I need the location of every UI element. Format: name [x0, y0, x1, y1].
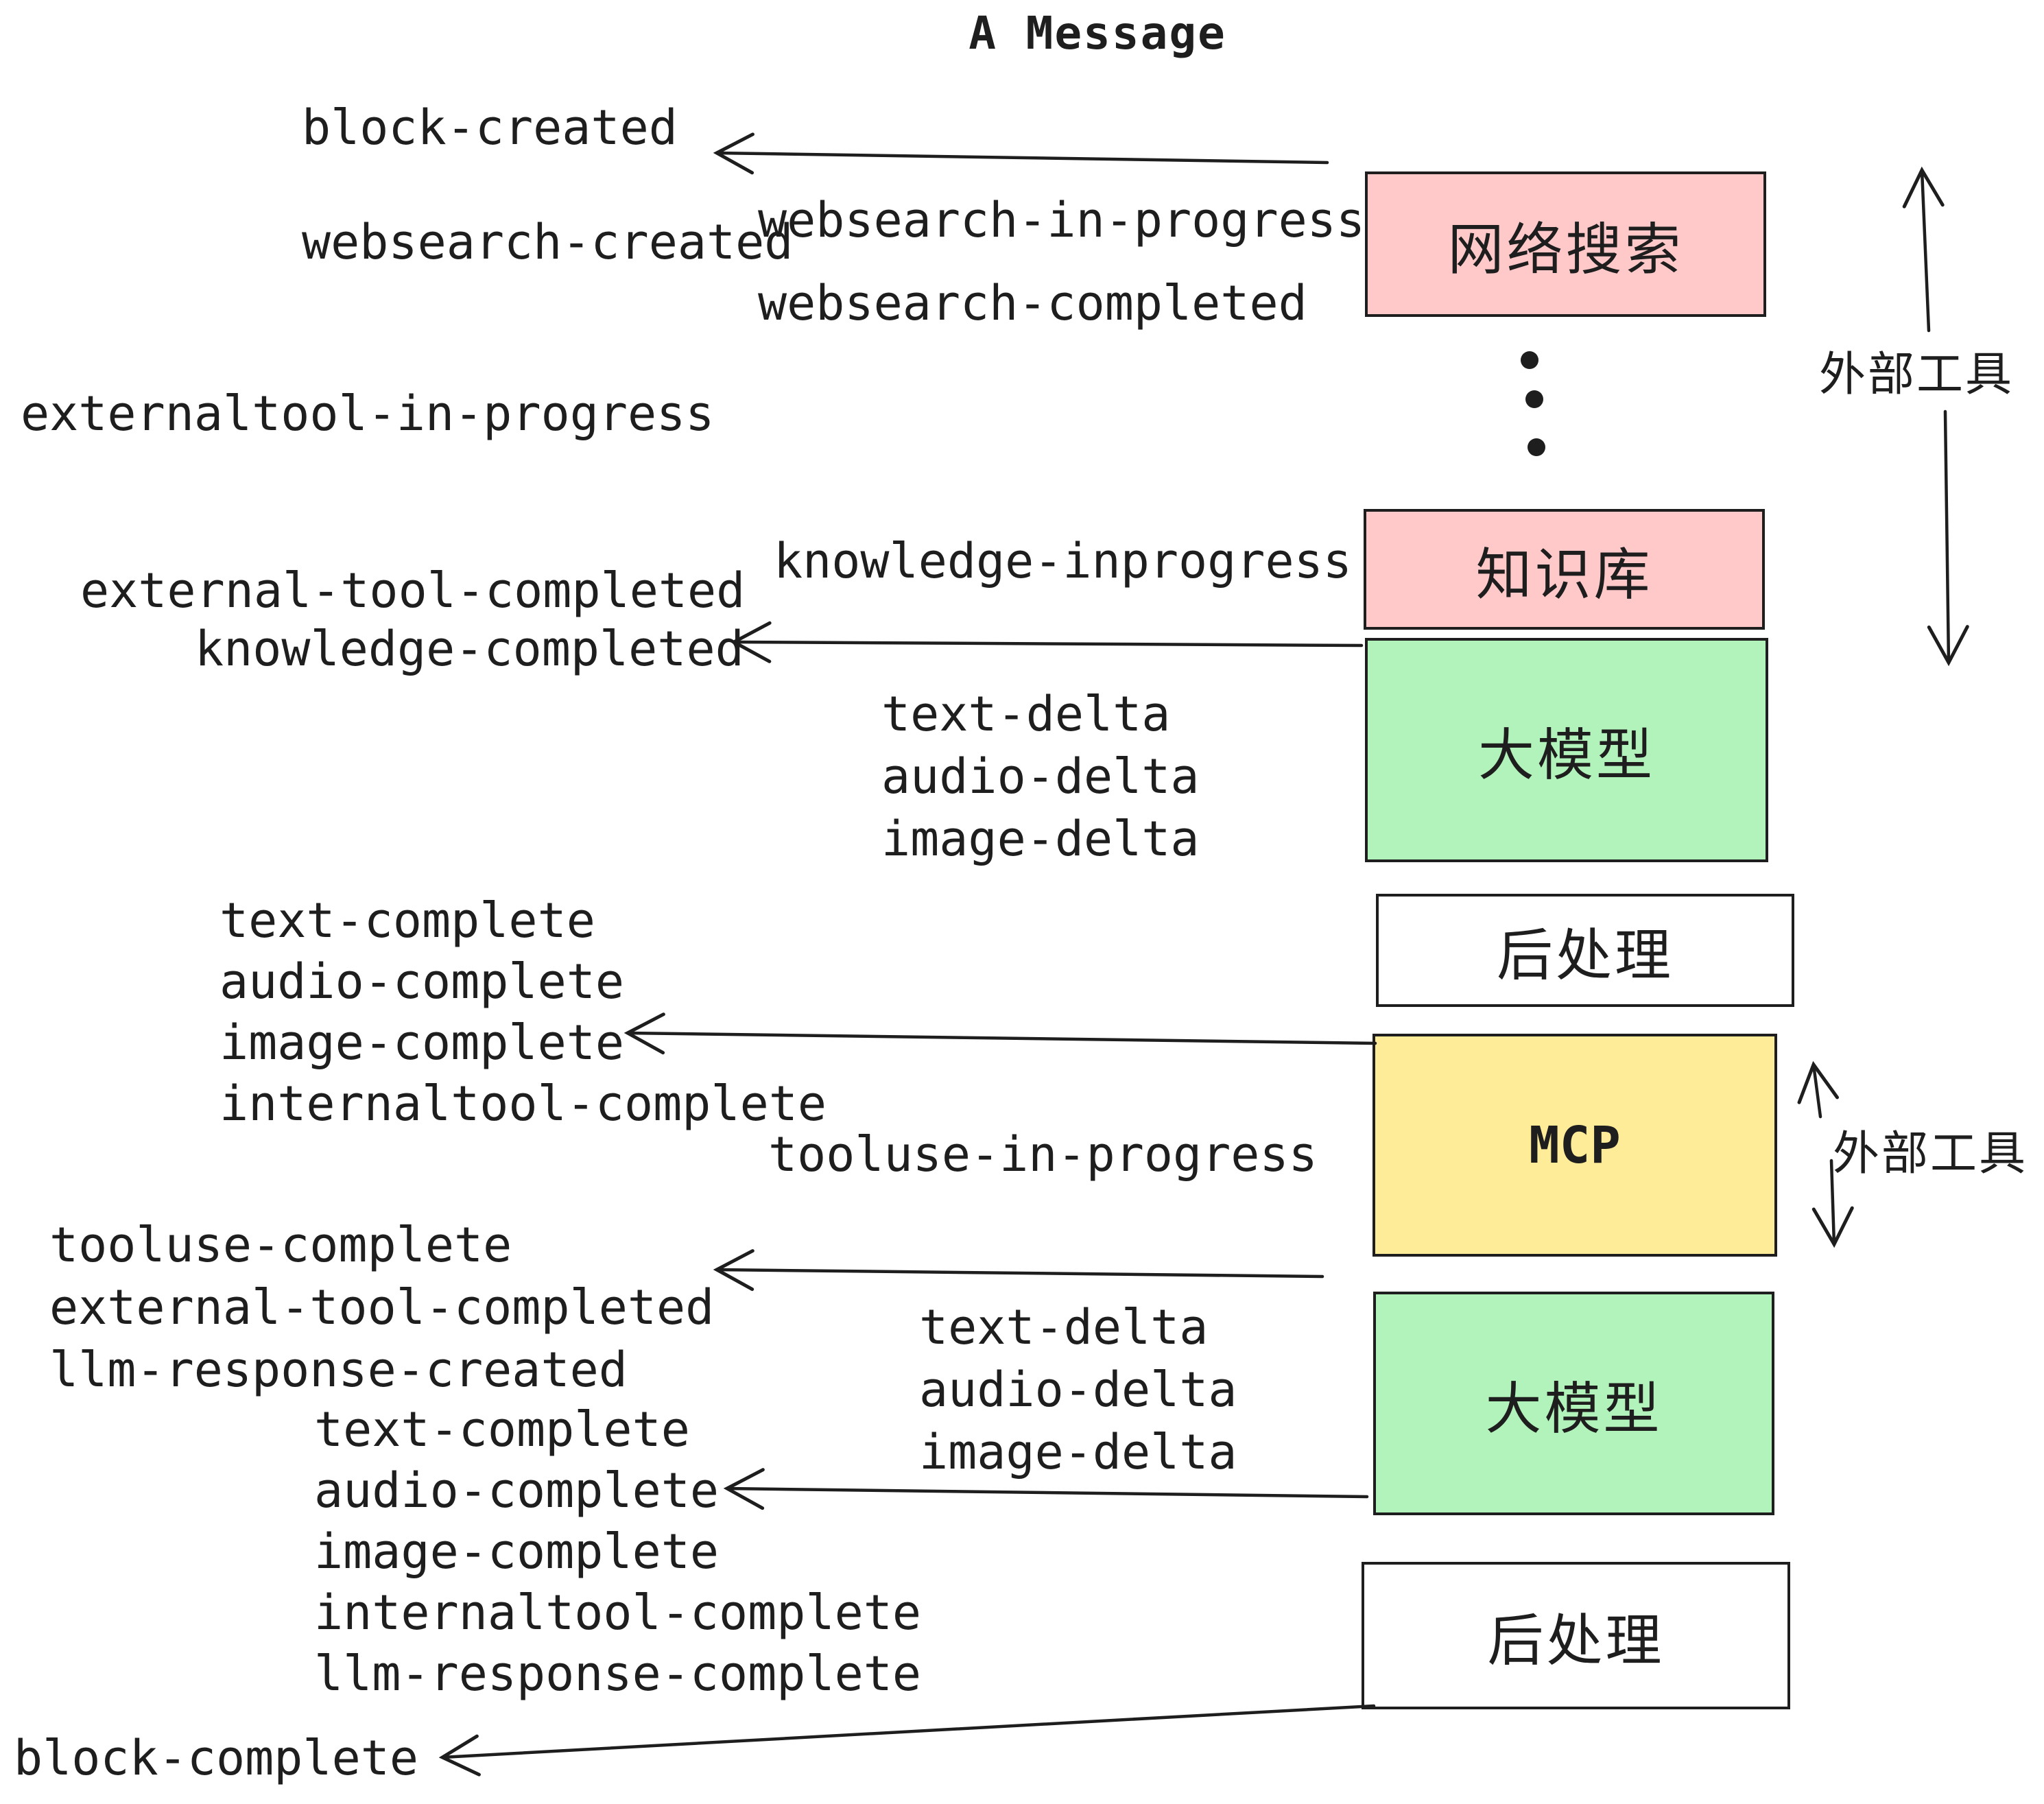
event-llm-response-created: llm-response-created [49, 1342, 628, 1398]
event-group-deltas-1: text-delta audio-delta image-delta [881, 683, 1200, 870]
event-group-completes-2: text-complete audio-complete image-compl… [314, 1399, 921, 1705]
event-websearch-created: websearch-created [302, 214, 794, 270]
arrow-websearch-to-created [713, 132, 1329, 175]
arrow-external-tools-top-down [1927, 410, 1969, 667]
side-label-external-tools-mid: 外部工具 [1833, 1127, 2028, 1181]
event-text-delta: text-delta [881, 686, 1171, 742]
event-external-tool-completed: external-tool-completed [80, 562, 746, 619]
box-knowledge-base-label: 知识库 [1475, 542, 1653, 608]
event-websearch-completed: websearch-completed [758, 275, 1307, 331]
box-llm-2-label: 大模型 [1485, 1376, 1663, 1442]
event-text-delta-2: text-delta [919, 1299, 1209, 1355]
event-image-complete: image-complete [219, 1014, 625, 1071]
event-websearch-in-progress: websearch-in-progress [758, 192, 1366, 248]
arrow-post2-to-block-complete [438, 1704, 1376, 1777]
box-mcp-label: MCP [1529, 1115, 1621, 1175]
arrow-external-tools-mid-up [1797, 1060, 1840, 1119]
event-tooluse-complete: tooluse-complete [49, 1217, 512, 1273]
event-internaltool-complete: internaltool-complete [219, 1076, 827, 1132]
box-postprocess-2-label: 后处理 [1487, 1609, 1665, 1674]
event-text-complete: text-complete [219, 892, 595, 949]
event-group-deltas-2: text-delta audio-delta image-delta [919, 1296, 1237, 1484]
event-externaltool-in-progress: externaltool-in-progress [21, 385, 715, 442]
event-group-completes-1: text-complete audio-complete image-compl… [219, 890, 827, 1135]
event-audio-complete: audio-complete [219, 953, 625, 1010]
box-websearch: 网络搜索 [1365, 171, 1766, 317]
box-llm-1-label: 大模型 [1477, 723, 1655, 788]
box-llm-1: 大模型 [1365, 638, 1768, 862]
event-block-complete: block-complete [14, 1730, 419, 1786]
event-group-tooluse: tooluse-complete external-tool-completed… [49, 1214, 714, 1401]
event-block-created: block-created [302, 99, 678, 156]
diagram-title: A Message [968, 7, 1226, 60]
event-image-delta: image-delta [881, 811, 1200, 867]
box-postprocess-2: 后处理 [1362, 1562, 1790, 1709]
box-websearch-label: 网络搜索 [1447, 217, 1684, 283]
event-external-tool-completed-2: external-tool-completed [49, 1279, 715, 1336]
event-internaltool-complete-2: internaltool-complete [314, 1585, 922, 1641]
arrow-external-tools-top-up [1902, 166, 1945, 333]
box-mcp: MCP [1372, 1034, 1777, 1257]
event-audio-complete-2: audio-complete [314, 1462, 720, 1519]
event-text-complete-2: text-complete [314, 1401, 690, 1458]
side-label-external-tools-top: 外部工具 [1819, 348, 2015, 402]
event-tooluse-in-progress: tooluse-in-progress [768, 1126, 1318, 1183]
box-postprocess-1: 后处理 [1376, 894, 1794, 1007]
event-audio-delta-2: audio-delta [919, 1362, 1237, 1418]
event-image-complete-2: image-complete [314, 1523, 720, 1580]
event-knowledge-inprogress: knowledge-inprogress [774, 533, 1352, 589]
arrow-llm1-to-knowledge-completed [730, 621, 1364, 663]
arrow-llm2-to-tooluse-complete [713, 1249, 1324, 1292]
event-llm-response-complete: llm-response-complete [314, 1646, 922, 1702]
vertical-ellipsis-dots [1521, 351, 1545, 456]
event-knowledge-completed: knowledge-completed [195, 621, 744, 677]
event-image-delta-2: image-delta [919, 1424, 1237, 1480]
box-postprocess-1-label: 后处理 [1496, 923, 1674, 988]
box-llm-2: 大模型 [1373, 1292, 1774, 1515]
event-audio-delta: audio-delta [881, 748, 1200, 805]
box-knowledge-base: 知识库 [1364, 509, 1765, 630]
